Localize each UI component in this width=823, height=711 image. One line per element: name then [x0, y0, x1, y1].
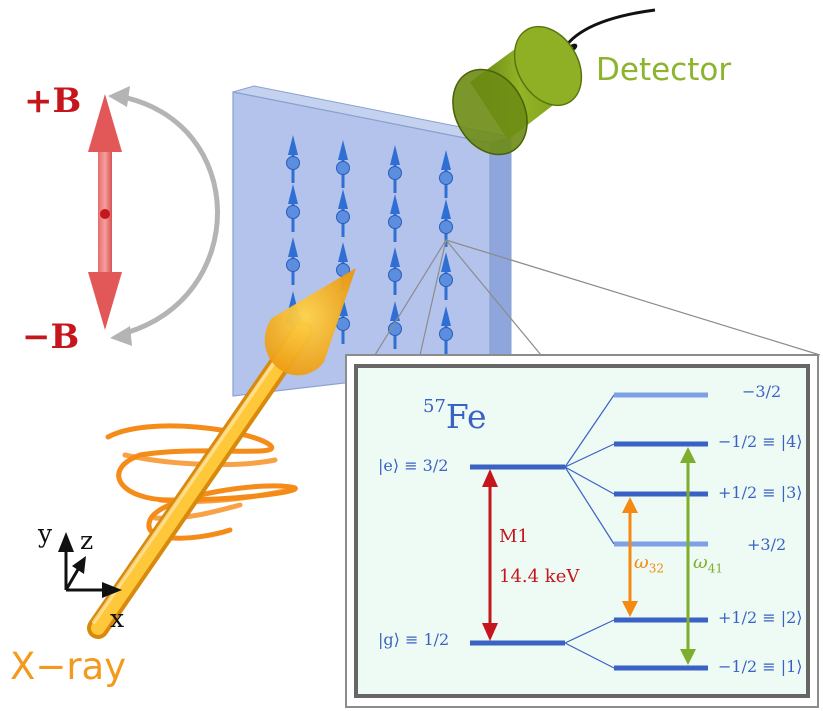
xray-beam — [87, 268, 356, 639]
minus-b-label: −B — [22, 317, 80, 357]
isotope-label: 57Fe — [423, 397, 487, 436]
slab-side-face — [489, 136, 512, 367]
detector-back-face — [513, 25, 583, 107]
omega32-label: ω32 — [634, 552, 664, 576]
arc-arrowhead-bottom — [110, 326, 132, 346]
omega41-arrow — [680, 447, 696, 665]
omega32-arrow — [622, 497, 638, 617]
level-label-2: +1/2 ≡ |2⟩ — [718, 608, 803, 627]
splitting-lines — [564, 394, 615, 669]
xray-rod — [91, 325, 309, 635]
spin-arrow — [439, 150, 453, 198]
ground-state-label: |g⟩ ≡ 1/2 — [378, 630, 450, 649]
spin-arrow — [336, 140, 350, 188]
spin-arrow — [439, 252, 453, 300]
isotope-symbol: Fe — [445, 397, 487, 436]
spin-arrow — [439, 306, 453, 354]
plus-b-label: +B — [24, 81, 82, 121]
m1-transition-arrow — [482, 469, 498, 641]
level-label-1: −1/2 ≡ |1⟩ — [718, 657, 803, 676]
detector-label: Detector — [596, 52, 732, 88]
level-label-4: −1/2 ≡ |4⟩ — [718, 432, 803, 451]
level-label-m3-2: −3/2 — [742, 382, 782, 401]
field-arrow — [88, 86, 220, 346]
transition-name-label: M1 — [499, 526, 529, 547]
xray-label: X−ray — [10, 645, 127, 688]
level-label-p3-2: +3/2 — [747, 535, 787, 554]
field-reversal-arc — [117, 93, 220, 337]
xray-rod-highlight — [92, 326, 300, 624]
energy-level-panel — [345, 354, 819, 708]
spin-arrow — [388, 194, 402, 242]
z-axis-label: z — [80, 526, 94, 555]
spin-arrow — [286, 184, 300, 232]
field-arrowhead-down — [88, 272, 122, 330]
x-axis-label: x — [110, 604, 125, 633]
spin-arrow — [388, 145, 402, 193]
detector-front-face — [452, 68, 528, 156]
spin-arrow — [388, 301, 402, 349]
panel-inner — [354, 364, 810, 698]
y-axis-label: y — [38, 519, 53, 548]
spin-arrow — [286, 135, 300, 183]
spin-arrow — [336, 189, 350, 237]
detector — [452, 8, 656, 156]
zoom-lines — [374, 239, 821, 356]
xray-cone — [264, 268, 356, 376]
isotope-mass: 57 — [423, 396, 446, 417]
field-center-dot — [100, 209, 110, 219]
coordinate-axes — [58, 532, 122, 598]
arc-arrowhead-top — [108, 86, 130, 107]
level-label-3: +1/2 ≡ |3⟩ — [718, 483, 803, 502]
omega41-label: ω41 — [693, 552, 723, 576]
transition-energy-label: 14.4 keV — [499, 566, 580, 587]
spin-lattice — [286, 135, 453, 354]
field-arrowhead-up — [88, 94, 122, 152]
excited-state-label: |e⟩ ≡ 3/2 — [378, 456, 449, 475]
spin-arrow — [388, 247, 402, 295]
spin-arrow — [286, 237, 300, 285]
